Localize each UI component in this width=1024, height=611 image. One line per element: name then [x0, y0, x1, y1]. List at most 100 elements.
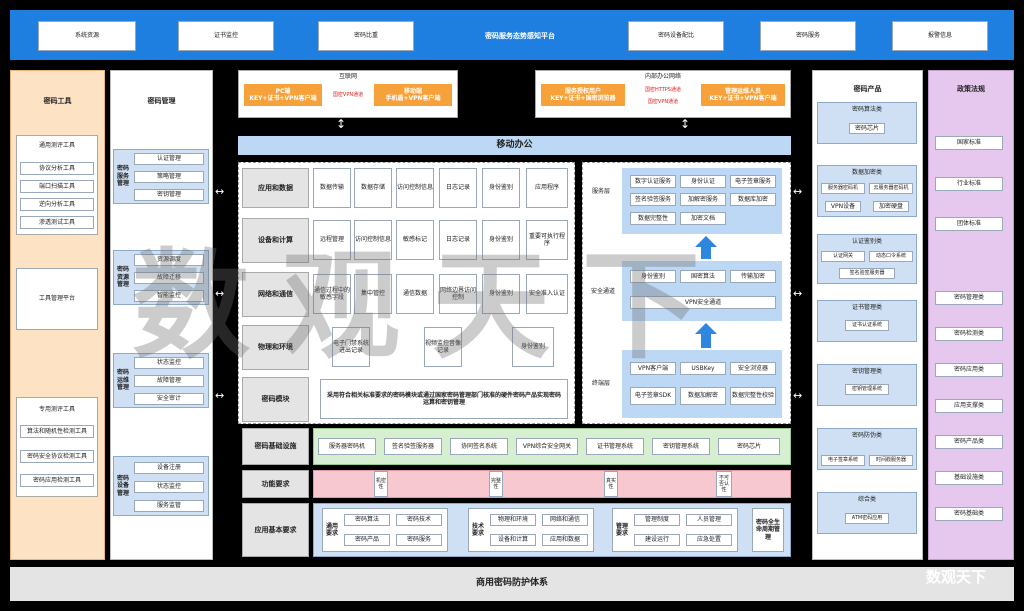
arch-vpn-channel: VPN安全通道	[630, 296, 776, 309]
arch-service-item: 加解密服务	[680, 193, 726, 206]
basic-label: 应用基本要求	[242, 503, 309, 557]
header-item-crypto-ratio[interactable]: 密码比重	[318, 21, 414, 51]
arch-channel-item: 国密算法	[680, 270, 726, 283]
mgmt-service-supervise[interactable]: 服务监管	[134, 500, 204, 512]
ops-admin-box[interactable]: 管理运维人员 KEY+证书+VPN客户端	[701, 84, 785, 106]
layer-item: 数据传输	[313, 168, 351, 208]
internet-vpn-channel: 国密VPN通道	[332, 91, 364, 98]
vertical-double-arrow-icon: ↕	[336, 117, 347, 131]
tool-reverse-analysis[interactable]: 逆向分析工具	[20, 198, 94, 211]
basic-item: 密码技术	[396, 514, 442, 526]
policy-industry-std[interactable]: 行业标准	[935, 177, 1003, 191]
basic-group-label: 技术要求	[472, 522, 485, 538]
header-item-crypto-service[interactable]: 密码服务	[760, 21, 856, 51]
policy-item[interactable]: 密码管理类	[935, 291, 1003, 305]
header-item-cert-monitor[interactable]: 证书监控	[178, 21, 274, 51]
double-arrow-icon: ↔	[793, 389, 803, 402]
arch-service-item: 电子签章服务	[730, 175, 776, 188]
tool-protocol-analysis[interactable]: 协议分析工具	[20, 162, 94, 175]
product-item: 密码芯片	[849, 123, 885, 134]
pc-client-box[interactable]: PC端 KEY+证书+VPN客户端	[244, 84, 322, 106]
mgmt-group-label: 密码运维管理	[116, 369, 129, 392]
layer-item: 数据存储	[354, 168, 392, 208]
tool-penetration-test[interactable]: 渗透测试工具	[20, 216, 94, 229]
arch-service-item: 数据库加密	[730, 193, 776, 206]
header-item-device-ratio[interactable]: 密码设备配比	[628, 21, 724, 51]
mgmt-device-status[interactable]: 状态监控	[134, 481, 204, 493]
layer-app-data: 应用和数据	[242, 168, 309, 208]
mgmt-device-register[interactable]: 设备注册	[134, 462, 204, 474]
arrow-up-icon	[701, 334, 711, 348]
mgmt-fault[interactable]: 故障管理	[134, 375, 204, 387]
mgmt-status-monitor[interactable]: 状态监控	[134, 357, 204, 369]
header-item-alarm-info[interactable]: 报警信息	[892, 21, 988, 51]
product-group-title: 密码算法类	[851, 106, 882, 114]
layer-item: 远程管理	[313, 220, 351, 260]
mgmt-audit[interactable]: 安全审计	[134, 393, 204, 405]
func-area	[313, 470, 791, 498]
policy-item[interactable]: 应用支撑类	[935, 399, 1003, 413]
layer-crypto-module: 密码模块	[242, 377, 309, 422]
arch-service-item: 加密文档	[680, 212, 726, 225]
policy-item[interactable]: 密码检测类	[935, 327, 1003, 341]
basic-item: 设备和计算	[490, 534, 536, 546]
product-group-title: 密钥管理类	[851, 368, 882, 376]
product-item: 证书认证系统	[845, 320, 889, 331]
product-item: 认证网关	[821, 251, 865, 262]
layer-network-comm: 网络和通信	[242, 272, 309, 317]
mgmt-smart-monitor[interactable]: 智能监控	[134, 290, 204, 302]
header-item-system-resources[interactable]: 系统资源	[38, 21, 136, 51]
arch-service-label: 服务层	[591, 188, 610, 196]
arch-service-item: 身份认证	[680, 175, 726, 188]
basic-item: 密码算法	[344, 514, 390, 526]
policy-national-std[interactable]: 国家标准	[935, 136, 1003, 150]
tool-protocol-check[interactable]: 密码安全协议检测工具	[20, 450, 94, 463]
product-group-title: 证书管理类	[851, 304, 882, 312]
arch-channel-item: 身份鉴别	[630, 270, 676, 283]
mgmt-group-label: 密码服务管理	[116, 165, 129, 188]
basic-item: 人员管理	[686, 514, 732, 526]
product-item: 加密硬盘	[873, 201, 909, 212]
tool-algorithm-random[interactable]: 算法和随机性检测工具	[20, 425, 94, 438]
basic-item: 物理和环境	[490, 514, 536, 526]
product-item: 动态口令系统	[869, 251, 913, 262]
double-arrow-icon: ↔	[215, 185, 225, 198]
layer-item: 身份鉴别	[512, 327, 554, 367]
arch-terminal-item: USBKey	[680, 362, 726, 375]
layer-item: 日志记录	[439, 168, 477, 208]
internet-title: 互联网	[338, 73, 357, 81]
vertical-double-arrow-icon: ↕	[680, 117, 691, 131]
authorized-user-box[interactable]: 服务授权用户 KEY+证书+国密浏览器	[541, 84, 625, 106]
func-authenticity: 真实性	[604, 471, 618, 497]
arch-terminal-item: 安全浏览器	[730, 362, 776, 375]
policy-item[interactable]: 基础设施类	[935, 471, 1003, 485]
policy-group-std[interactable]: 团体标准	[935, 217, 1003, 231]
internal-vpn-channel: 国密VPN通道	[647, 99, 679, 106]
tool-app-check[interactable]: 密码应用检测工具	[20, 474, 94, 487]
infra-item: 签名验签服务器	[384, 438, 442, 455]
mgmt-policy[interactable]: 策略管理	[134, 171, 204, 183]
tool-port-scan[interactable]: 端口扫描工具	[20, 180, 94, 193]
basic-item: 密码服务	[396, 534, 442, 546]
special-tools-title: 专用测评工具	[38, 406, 75, 414]
product-group-title: 密码防伪类	[851, 432, 882, 440]
infra-item: VPN综合安全网关	[516, 438, 578, 455]
policy-item[interactable]: 密码应用类	[935, 363, 1003, 377]
arrow-up-icon	[701, 247, 711, 259]
mgmt-auth[interactable]: 认证管理	[134, 153, 204, 165]
policy-item[interactable]: 密码基础类	[935, 507, 1003, 521]
mobile-client-box[interactable]: 移动端 手机盾+VPN客户端	[374, 84, 452, 106]
layer-device-compute: 设备和计算	[242, 218, 309, 263]
products-title: 密码产品	[853, 84, 882, 93]
arch-terminal-area	[622, 350, 782, 418]
mgmt-resource-schedule[interactable]: 资源调度	[134, 254, 204, 266]
layer-item: 访问控制信息	[354, 220, 392, 260]
arch-terminal-item: 数据加解密	[680, 387, 726, 405]
mgmt-key[interactable]: 密钥管理	[134, 189, 204, 201]
arch-terminal-item: 电子签章SDK	[630, 387, 676, 405]
product-item: 服务器密码机	[821, 183, 865, 194]
infra-label: 密码基础设施	[242, 428, 309, 465]
mgmt-failover[interactable]: 故障迁移	[134, 272, 204, 284]
policy-item[interactable]: 密码产品类	[935, 435, 1003, 449]
tool-management-platform[interactable]: 工具管理平台	[16, 268, 98, 330]
